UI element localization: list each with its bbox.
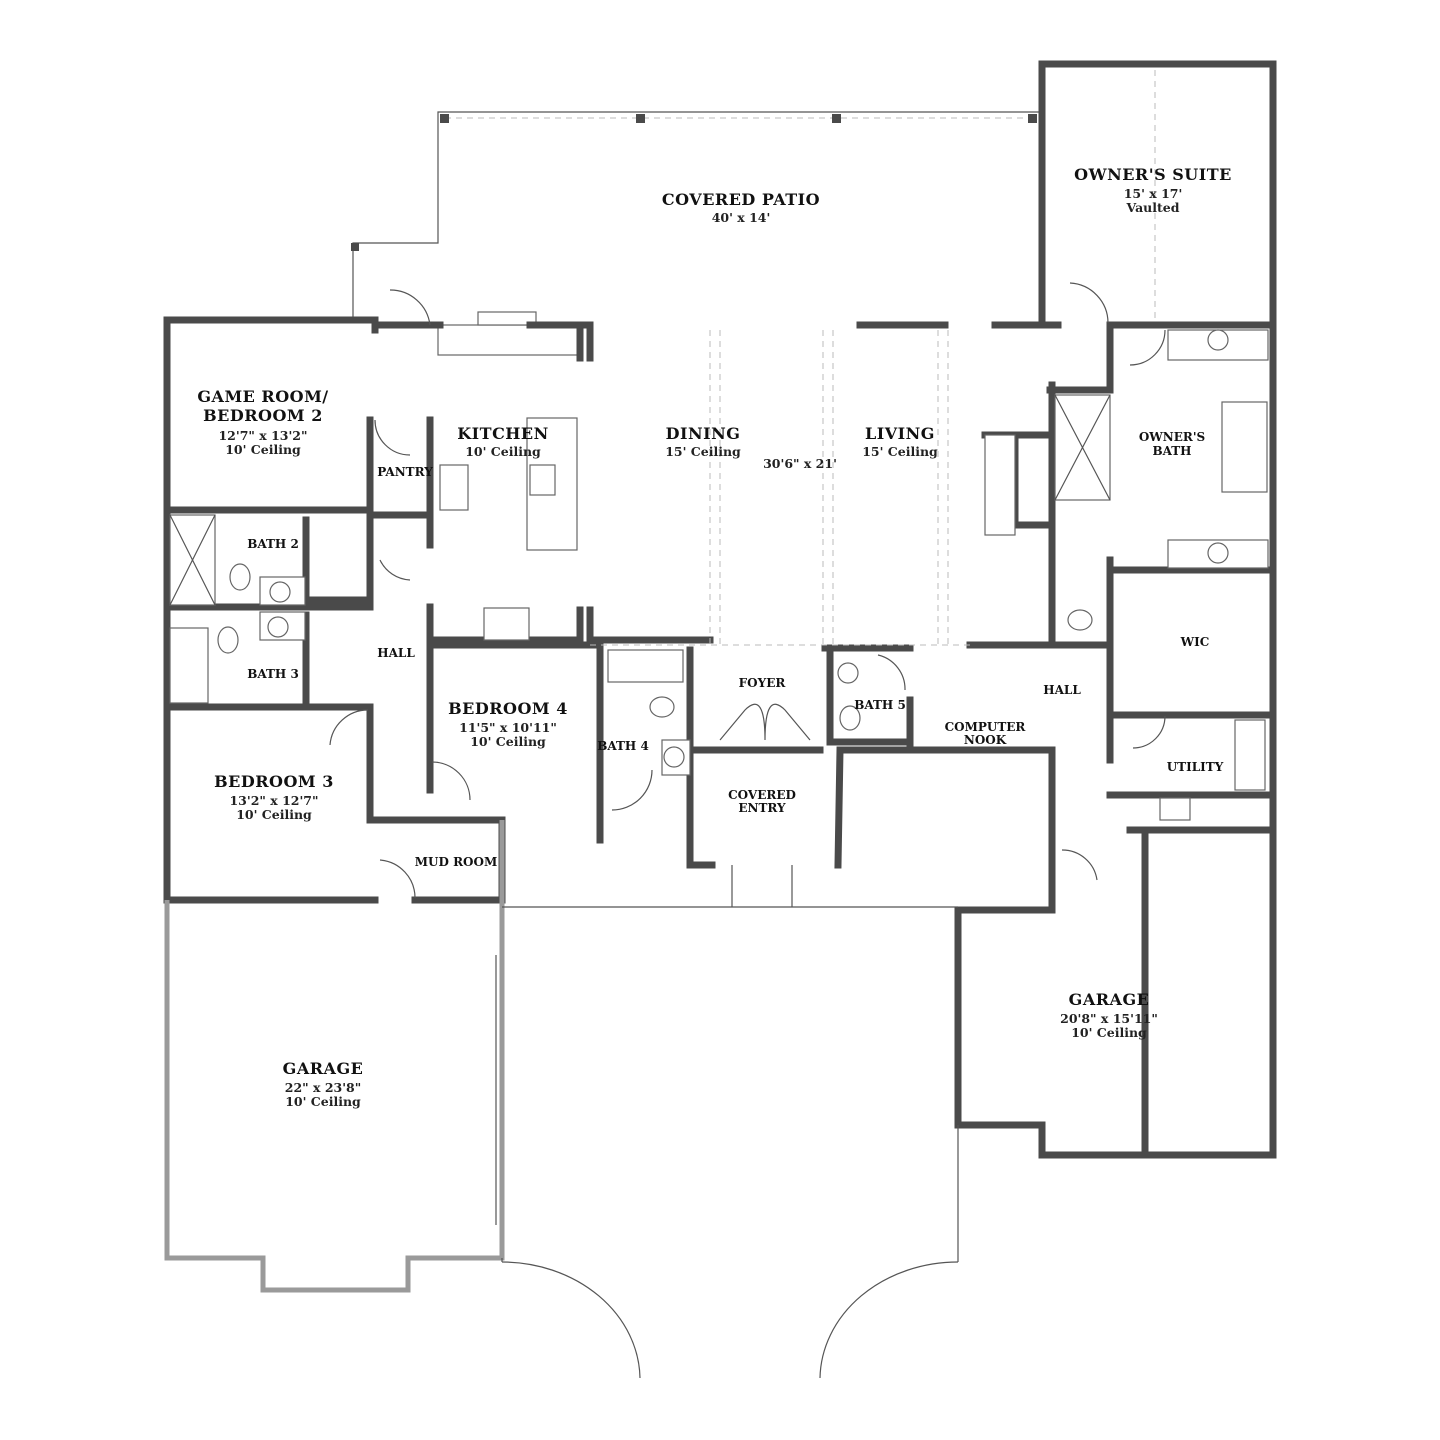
covered-patio-label: COVERED PATIO — [662, 190, 820, 209]
dining-ceiling: 15' Ceiling — [665, 444, 741, 459]
sink — [529, 464, 556, 496]
computer-nook-label-1: COMPUTER — [945, 720, 1027, 734]
foyer-label: FOYER — [739, 676, 787, 690]
fireplace — [984, 434, 1016, 536]
utility-sink — [1159, 797, 1191, 821]
owners-bath-label-2: BATH — [1152, 444, 1191, 458]
great-room-dims: 30'6" x 21' — [763, 456, 837, 471]
garage-right-ceiling: 10' Ceiling — [1071, 1025, 1147, 1040]
kitchen-label: KITCHEN — [457, 424, 548, 443]
bedroom3-label: BEDROOM 3 — [214, 772, 334, 791]
pantry-label: PANTRY — [377, 465, 433, 479]
computer-nook-label-2: NOOK — [964, 733, 1007, 747]
kitchen-ceiling: 10' Ceiling — [465, 444, 541, 459]
covered-patio-outline — [351, 111, 1041, 356]
bedroom3-dims: 13'2" x 12'7" — [229, 793, 318, 808]
hall-right-label: HALL — [1043, 683, 1081, 697]
garage-right-label: GARAGE — [1069, 990, 1150, 1009]
garage-right-dims: 20'8" x 15'11" — [1060, 1011, 1158, 1026]
bedroom3-ceiling: 10' Ceiling — [236, 807, 312, 822]
garage-left-dims: 22" x 23'8" — [285, 1080, 362, 1095]
game-room-label-1: GAME ROOM/ — [197, 387, 328, 406]
bath4-label: BATH 4 — [597, 739, 649, 753]
dining-label: DINING — [666, 424, 741, 443]
bedroom4-ceiling: 10' Ceiling — [470, 734, 546, 749]
garage-left-ceiling: 10' Ceiling — [285, 1094, 361, 1109]
covered-entry-label-2: ENTRY — [738, 801, 786, 815]
covered-patio-dims: 40' x 14' — [712, 210, 771, 225]
mud-room-label: MUD ROOM — [415, 855, 498, 869]
bath5-label: BATH 5 — [854, 698, 906, 712]
bathtub — [1221, 401, 1268, 493]
living-ceiling: 15' Ceiling — [862, 444, 938, 459]
bathtub — [169, 627, 209, 704]
garage-left-label: GARAGE — [283, 1059, 364, 1078]
game-room-label-2: BEDROOM 2 — [203, 406, 323, 425]
living-label: LIVING — [865, 424, 935, 443]
utility-label: UTILITY — [1167, 760, 1224, 774]
game-room-dims: 12'7" x 13'2" — [218, 428, 307, 443]
driveway-outline — [501, 865, 959, 1379]
bedroom4-dims: 11'5" x 10'11" — [459, 720, 557, 735]
ceiling-lines — [590, 70, 1156, 646]
range — [439, 464, 469, 511]
wic-label: WIC — [1180, 635, 1210, 649]
hall-left-label: HALL — [377, 646, 415, 660]
exterior-walls — [163, 60, 1277, 1159]
owners-suite-dims: 15' x 17' — [1124, 186, 1183, 201]
covered-entry-label-1: COVERED — [728, 788, 796, 802]
game-room-ceiling: 10' Ceiling — [225, 442, 301, 457]
owners-suite-label: OWNER'S SUITE — [1074, 165, 1232, 184]
owners-bath-label-1: OWNER'S — [1139, 430, 1205, 444]
bedroom4-label: BEDROOM 4 — [448, 699, 568, 718]
owners-suite-note: Vaulted — [1126, 200, 1180, 215]
bath2-label: BATH 2 — [247, 537, 299, 551]
fixtures — [169, 282, 1269, 899]
bath3-label: BATH 3 — [247, 667, 299, 681]
bathtub — [607, 649, 684, 683]
room-labels: COVERED PATIO 40' x 14' OWNER'S SUITE 15… — [197, 165, 1231, 1109]
left-garage-walls — [164, 820, 505, 1293]
